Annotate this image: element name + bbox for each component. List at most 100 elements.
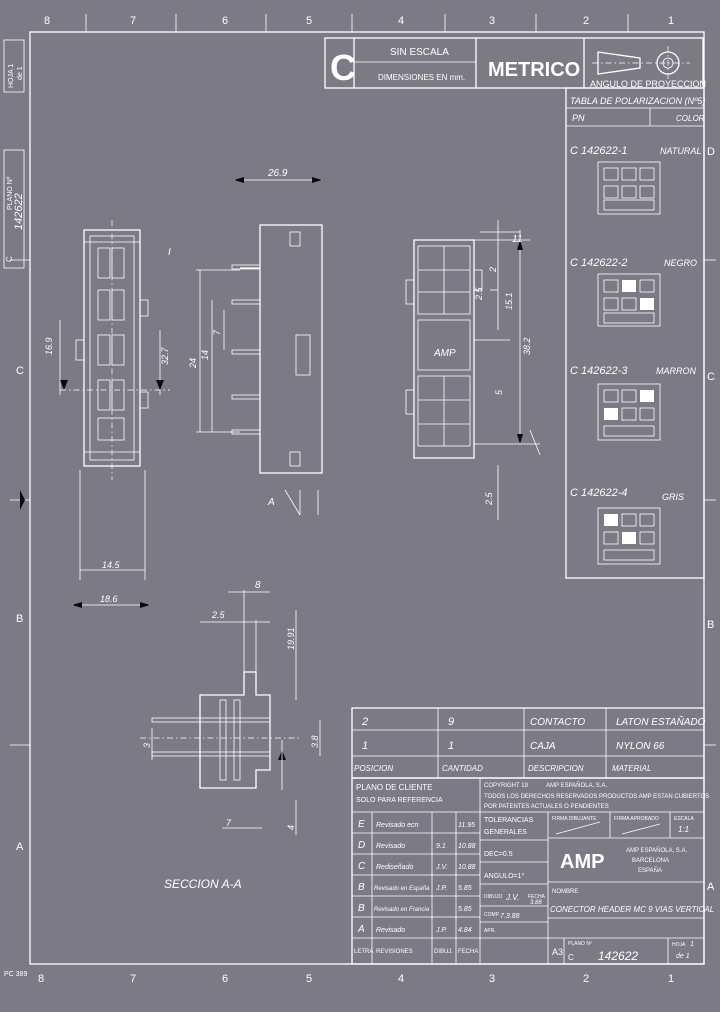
projection-label: ANGULO DE PROYECCION xyxy=(590,79,706,89)
address-line2: BARCELONA xyxy=(632,858,669,864)
apr-label: APR. xyxy=(484,928,496,934)
dim-16-9: 16.9 xyxy=(44,337,54,355)
dim-8: 8 xyxy=(255,580,261,591)
polarization-pattern-1 xyxy=(597,161,661,215)
grid-col-2-bottom: 2 xyxy=(583,973,589,985)
polarization-pattern-4 xyxy=(597,507,661,565)
side-c-letter: C xyxy=(5,256,14,262)
polarization-row-3-pn: C 142622-3 xyxy=(570,365,628,377)
bom-row-2-item: 1 xyxy=(362,740,368,752)
address-line1: AMP ESPAÑOLA, S.A. xyxy=(626,847,687,854)
title-block: PLANO DE CLIENTE SOLO PARA REFERENCIA CO… xyxy=(351,777,714,965)
rev-4-text: Revisado en España xyxy=(374,886,430,892)
dim-4: 4 xyxy=(286,825,296,830)
grid-col-1-bottom: 1 xyxy=(668,973,674,985)
rev-header-fecha: FECHA xyxy=(458,949,478,955)
bom-row-2-desc: CAJA xyxy=(530,741,556,752)
rev-5-fecha: 5.85 xyxy=(458,906,472,913)
company-block: FIRMA DIBUJANTE FIRMA APROBADO ESCALA 1:… xyxy=(548,812,714,964)
dimensions-label: DIMENSIONES EN mm. xyxy=(378,73,465,82)
dim-14: 14 xyxy=(200,350,210,360)
front-view: 16.9 32.7 I 14.5 18.6 xyxy=(44,220,171,608)
sign-aprobado-label: FIRMA APROBADO xyxy=(614,816,659,822)
bom-header-material: MATERIAL xyxy=(612,764,651,773)
dim-24: 24 xyxy=(188,358,198,369)
grid-col-4: 4 xyxy=(398,15,404,27)
grid-col-3: 3 xyxy=(489,15,495,27)
grid-col-6: 6 xyxy=(222,15,228,27)
section-label: SECCION A-A xyxy=(164,877,242,891)
dim-19-91: 19.91 xyxy=(286,627,296,650)
grid-col-4-bottom: 4 xyxy=(398,973,404,985)
rev-3-letra: C xyxy=(358,861,366,872)
sheet-size: A3 xyxy=(552,947,563,957)
rev-4-inicial: J.P. xyxy=(435,885,447,892)
fecha-value: 3.88 xyxy=(530,900,542,906)
top-grid-columns: 8 7 6 5 4 3 2 1 xyxy=(44,14,674,32)
rev-1-letra: E xyxy=(358,819,365,830)
part-name: CONECTOR HEADER MC 9 VIAS VERTICAL xyxy=(550,905,714,914)
side-plano-label: PLANO Nº xyxy=(7,176,14,210)
dim-5: 5 xyxy=(494,389,504,395)
dim-3: 3 xyxy=(142,743,152,748)
grid-col-5: 5 xyxy=(306,15,312,27)
row-c-right: C xyxy=(707,371,715,383)
rev-header-dibuj: DIBUJ. xyxy=(434,949,453,955)
bom-header-item: POSICION xyxy=(354,764,393,773)
dim-7-section: 7 xyxy=(226,818,232,828)
rev-header-revisiones: REVISIONES xyxy=(376,949,413,955)
rev-1-text: Revisado ecn xyxy=(376,822,419,829)
projection-symbol-icon xyxy=(592,46,690,80)
bom-row-1-item: 2 xyxy=(361,716,368,728)
hoja-de: de 1 xyxy=(676,953,690,960)
side-view: 24 14 7 26.9 A xyxy=(188,168,323,516)
address-line3: ESPAÑA xyxy=(638,867,662,874)
bom-row-2-material: NYLON 66 xyxy=(616,741,665,752)
polarization-table: TABLA DE POLARIZACION (Nº5) PN COLOR C 1… xyxy=(565,87,705,579)
bom-row-2-qty: 1 xyxy=(448,740,454,752)
dim-32-7: 32.7 xyxy=(160,346,170,365)
side-hoja: HOJA 1 xyxy=(8,64,15,88)
amp-mark: AMP xyxy=(433,348,456,359)
polarization-row-1-color: NATURAL xyxy=(660,146,701,156)
grid-col-2: 2 xyxy=(583,15,589,27)
rev-6-text: Revisado xyxy=(376,927,405,934)
tolerances-title: TOLERANCIAS xyxy=(484,817,534,824)
polarization-row-2-pn: C 142622-2 xyxy=(570,257,628,269)
size-letter: C xyxy=(330,47,356,88)
rev-6-fecha: 4.84 xyxy=(458,927,472,934)
hoja-value: 1 xyxy=(690,941,694,948)
nombre-label: NOMBRE xyxy=(552,889,578,895)
rev-1-fecha: 11.95 xyxy=(458,822,475,829)
escala-value: 1:1 xyxy=(678,825,689,834)
tolerances-ang: ANGULO=1° xyxy=(484,872,525,880)
scale-label: SIN ESCALA xyxy=(390,47,449,58)
row-c-left: C xyxy=(16,365,24,377)
plano-size-letter: C xyxy=(568,953,574,962)
left-side-labels: HOJA 1 de 1 PLANO Nº 142622 C xyxy=(3,39,25,269)
copyright-line3: POR PATENTES ACTUALES O PENDIENTES xyxy=(484,804,609,810)
grid-col-6-bottom: 6 xyxy=(222,973,228,985)
rev-5-letra: B xyxy=(358,903,365,914)
revisions-table: E Revisado ecn 11.95 D Revisado 9.1 10.8… xyxy=(352,812,480,964)
grid-col-7: 7 xyxy=(130,15,136,27)
bottom-grid-columns: 8 7 6 5 4 3 2 1 PC 389 xyxy=(4,971,674,985)
grid-col-7-bottom: 7 xyxy=(130,973,136,985)
polarization-row-4-pn: C 142622-4 xyxy=(570,487,628,499)
dim-2-5-bottom: 2.5 xyxy=(484,491,494,506)
rev-4-letra: B xyxy=(358,882,365,893)
comp-value: 7.3.88 xyxy=(500,913,520,920)
rev-3-inicial: J.V. xyxy=(435,864,448,871)
bom-row-1-material: LATON ESTAÑADO xyxy=(616,715,706,728)
dim-2-5: 2.5 xyxy=(474,286,484,301)
row-d-right: D xyxy=(707,146,715,158)
dim-i-mark: I xyxy=(168,247,171,258)
client-plan-title: PLANO DE CLIENTE xyxy=(356,783,432,792)
escala-label: ESCALA xyxy=(674,816,694,822)
system-label: METRICO xyxy=(488,59,580,81)
fecha-label: FECHA xyxy=(528,894,546,900)
rev-3-fecha: 10.88 xyxy=(458,864,476,871)
dim-11: 11 xyxy=(512,234,522,245)
bom-header-qty: CANTIDAD xyxy=(442,764,483,773)
